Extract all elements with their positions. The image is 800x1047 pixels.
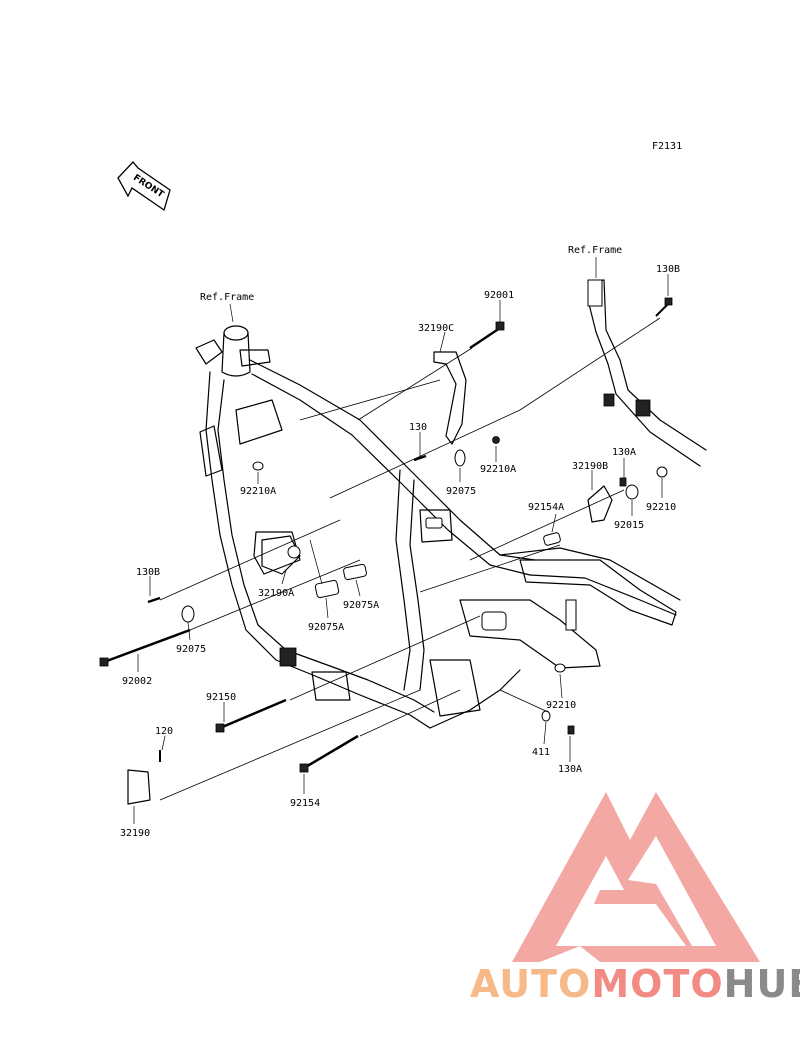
label-411: 411 [532,747,550,758]
label-120: 120 [155,726,173,737]
part-number-labels: 92001 32190C 130B 130 92210A 92210A 9207… [120,264,680,839]
label-92075A-right: 92075A [343,600,379,611]
label-130: 130 [409,422,427,433]
watermark-part-auto: AUTO [470,962,591,1006]
label-92075A-left: 92075A [308,622,344,633]
label-92002: 92002 [122,676,152,687]
hardware-parts [99,297,673,805]
label-92075-mid: 92075 [446,486,476,497]
label-92210A-right: 92210A [480,464,516,475]
label-92075-left: 92075 [176,644,206,655]
figure-code: F2131 [652,141,682,152]
label-92001: 92001 [484,290,514,301]
label-130A-bottom: 130A [558,764,582,775]
label-92154A: 92154A [528,502,564,513]
front-arrow-icon: FRONT [117,161,171,212]
label-92210-top: 92210 [646,502,676,513]
label-92210-bottom: 92210 [546,700,576,711]
label-130B-top: 130B [656,264,680,275]
label-32190: 32190 [120,828,150,839]
label-32190A: 32190A [258,588,294,599]
alignment-lines [133,274,669,824]
automotohub-logo-icon [512,792,760,962]
watermark-part-moto: MOTO [591,962,723,1006]
label-130A-top: 130A [612,447,636,458]
ref-frame-label-left: Ref.Frame [200,292,254,303]
label-92210A-left: 92210A [240,486,276,497]
label-92150: 92150 [206,692,236,703]
watermark-part-hub: HUB [724,962,800,1006]
watermark: AUTOMOTOHUB [470,792,800,1006]
ref-frame-label-right: Ref.Frame [568,245,622,256]
label-92015: 92015 [614,520,644,531]
motorcycle-frame [195,279,707,729]
watermark-text: AUTOMOTOHUB [470,962,800,1006]
label-32190C: 32190C [418,323,454,334]
label-32190B: 32190B [572,461,608,472]
label-92154: 92154 [290,798,320,809]
label-130B-left: 130B [136,567,160,578]
